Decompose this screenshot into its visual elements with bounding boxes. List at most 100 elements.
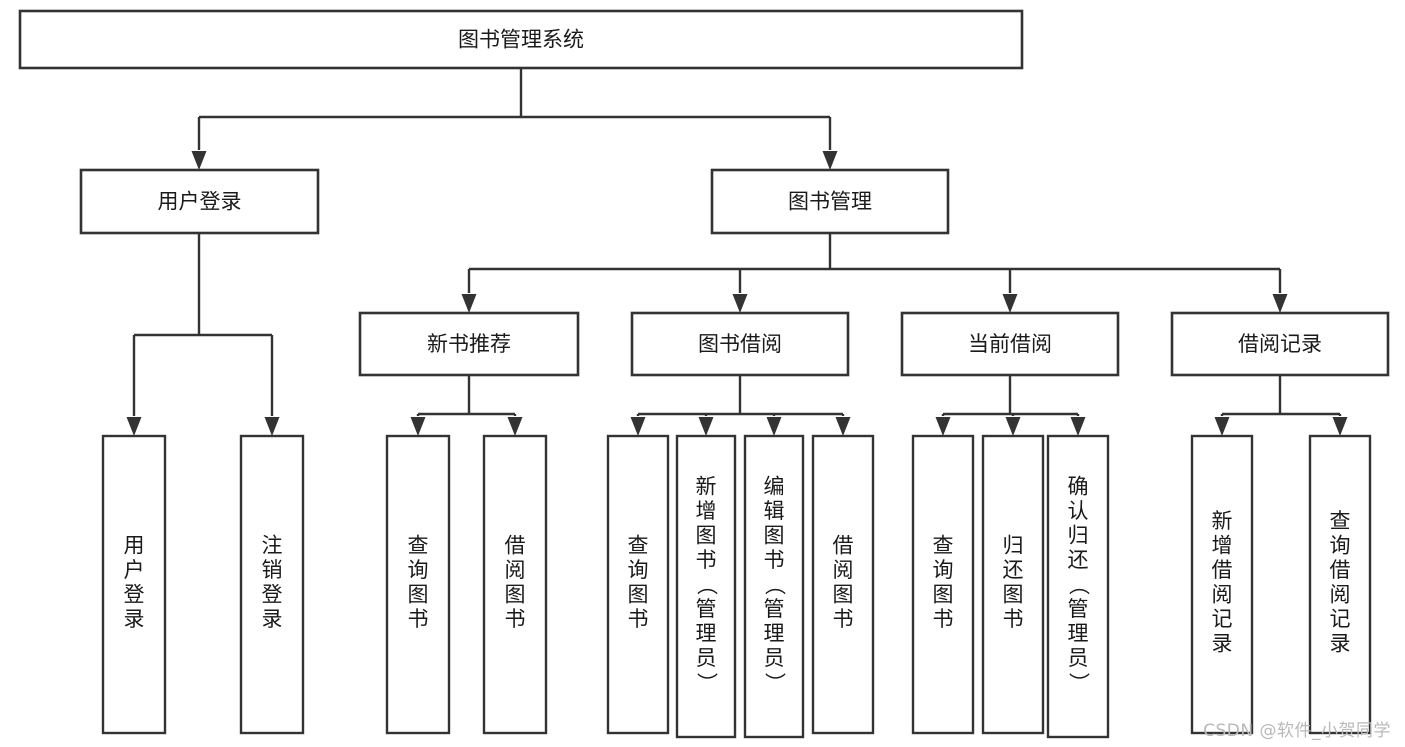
node-rect[interactable] bbox=[811, 434, 875, 735]
node-label-char: 员 bbox=[764, 646, 785, 670]
node-label-char: 员 bbox=[1068, 646, 1089, 670]
node-label-char: ） bbox=[694, 672, 718, 693]
node-label-char: 理 bbox=[1068, 621, 1089, 645]
node-rect[interactable] bbox=[1046, 434, 1110, 739]
node-label-char: 阅 bbox=[1330, 583, 1351, 607]
node-rect[interactable] bbox=[606, 434, 670, 735]
node-rect[interactable] bbox=[675, 434, 737, 739]
node-label-char: 还 bbox=[1003, 558, 1024, 582]
node-label-char: 认 bbox=[1068, 499, 1089, 523]
node-rect[interactable] bbox=[358, 311, 580, 377]
node-label-char: 书 bbox=[764, 548, 785, 572]
arrow-down-icon-leaf-2-2 bbox=[766, 417, 782, 436]
edges-layer bbox=[126, 68, 1348, 436]
node-label-char: 增 bbox=[1212, 534, 1233, 558]
node-label-char: 户 bbox=[124, 558, 145, 582]
node-label-char: 记 bbox=[1330, 607, 1351, 631]
node-label-char: 书 bbox=[933, 607, 954, 631]
node-label-char: 员 bbox=[696, 646, 717, 670]
node-label: 图书管理系统 bbox=[458, 28, 584, 52]
arrow-down-icon-level2-2 bbox=[1002, 294, 1018, 313]
level2-node-current-borrow[interactable]: 当前借阅 bbox=[900, 311, 1120, 377]
arrow-down-icon-leaf-4-1 bbox=[1332, 417, 1348, 436]
node-rect[interactable] bbox=[1190, 434, 1254, 735]
root-node-root[interactable]: 图书管理系统 bbox=[18, 9, 1024, 70]
node-rect[interactable] bbox=[385, 434, 451, 735]
node-label-char: 询 bbox=[1330, 534, 1351, 558]
node-label-char: 用 bbox=[124, 534, 145, 558]
level1-node-user-login[interactable]: 用户登录 bbox=[79, 168, 320, 235]
node-rect[interactable] bbox=[900, 311, 1120, 377]
node-rect[interactable] bbox=[18, 9, 1024, 70]
node-label-char: 确 bbox=[1068, 474, 1089, 498]
arrow-down-icon-leaf-4-0 bbox=[1214, 417, 1230, 436]
node-label-char: 管 bbox=[696, 597, 717, 621]
node-label-char: 记 bbox=[1212, 607, 1233, 631]
node-label-char: 查 bbox=[1330, 509, 1351, 533]
node-label-char: 还 bbox=[1068, 548, 1089, 572]
node-label-char: 管 bbox=[764, 597, 785, 621]
node-label-char: 录 bbox=[1212, 632, 1233, 656]
node-label: 新书推荐 bbox=[427, 332, 511, 356]
node-rect[interactable] bbox=[981, 434, 1045, 735]
node-rect[interactable] bbox=[630, 311, 850, 377]
node-label-char: 理 bbox=[764, 621, 785, 645]
level2-node-book-borrow[interactable]: 图书借阅 bbox=[630, 311, 850, 377]
node-rect[interactable] bbox=[710, 168, 950, 235]
nodes-layer: 图书管理系统用户登录图书管理新书推荐图书借阅当前借阅借阅记录用户登录注销登录查询… bbox=[18, 9, 1390, 739]
node-label-char: 借 bbox=[1330, 558, 1351, 582]
arrow-down-icon-level2-3 bbox=[1272, 294, 1288, 313]
node-rect[interactable] bbox=[1170, 311, 1390, 377]
node-label-char: 阅 bbox=[833, 558, 854, 582]
node-label-char: 图 bbox=[696, 523, 717, 547]
node-rect[interactable] bbox=[911, 434, 975, 735]
node-label-char: （ bbox=[762, 574, 786, 595]
node-label-char: 归 bbox=[1068, 523, 1089, 547]
node-label-char: 编 bbox=[764, 474, 785, 498]
node-label-char: 查 bbox=[408, 534, 429, 558]
node-rect[interactable] bbox=[1308, 434, 1372, 735]
arrow-down-icon-leaf-2-3 bbox=[835, 417, 851, 436]
node-rect[interactable] bbox=[239, 434, 305, 735]
leaf-node-leaf-user-login[interactable]: 用户登录 bbox=[101, 434, 167, 735]
watermark-label: CSDN @软件_小贺同学 bbox=[1203, 721, 1391, 741]
level2-node-borrow-record[interactable]: 借阅记录 bbox=[1170, 311, 1390, 377]
node-label-char: 书 bbox=[408, 607, 429, 631]
arrow-down-icon-level1-1 bbox=[822, 151, 838, 170]
node-label-char: 询 bbox=[408, 558, 429, 582]
node-label-char: 新 bbox=[696, 474, 717, 498]
node-label-char: 图 bbox=[628, 583, 649, 607]
node-rect[interactable] bbox=[101, 434, 167, 735]
arrow-down-icon-leaf-0-0 bbox=[126, 417, 142, 436]
node-rect[interactable] bbox=[79, 168, 320, 235]
arrow-down-icon-leaf-2-0 bbox=[630, 417, 646, 436]
node-rect[interactable] bbox=[482, 434, 548, 735]
node-label-char: 录 bbox=[1330, 632, 1351, 656]
node-label-char: 辑 bbox=[764, 499, 785, 523]
node-label-char: 增 bbox=[696, 499, 717, 523]
level2-node-new-book-recommend[interactable]: 新书推荐 bbox=[358, 311, 580, 377]
node-label-char: 查 bbox=[628, 534, 649, 558]
node-label-char: 阅 bbox=[505, 558, 526, 582]
level1-node-book-manage[interactable]: 图书管理 bbox=[710, 168, 950, 235]
node-label-char: 询 bbox=[628, 558, 649, 582]
node-rect[interactable] bbox=[743, 434, 805, 739]
node-label-char: 录 bbox=[124, 607, 145, 631]
node-label-char: ） bbox=[1066, 672, 1090, 693]
node-label-char: 图 bbox=[505, 583, 526, 607]
node-label-char: 归 bbox=[1003, 534, 1024, 558]
